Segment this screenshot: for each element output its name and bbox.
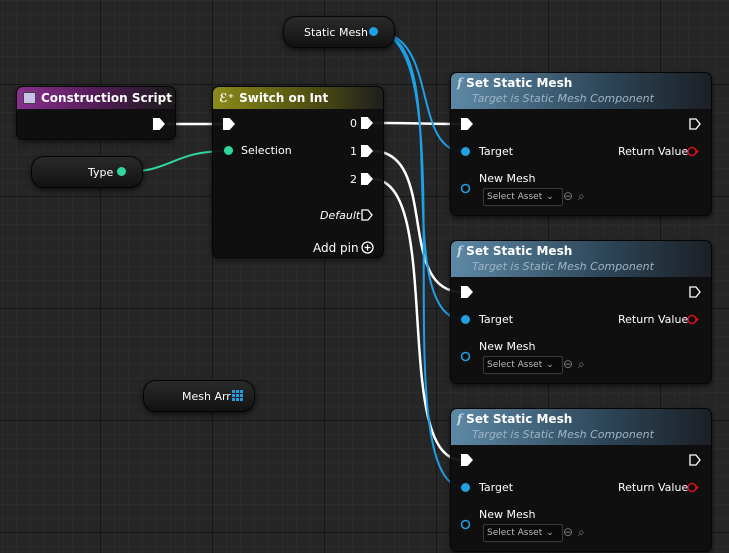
set2-exec-out-pin[interactable] [689, 286, 701, 298]
construction-script-title: Construction Script [41, 91, 172, 105]
chevron-down-icon: ⌄ [546, 192, 554, 202]
function-f-icon: f [457, 412, 463, 426]
set3-use-selected-icon[interactable]: ⊖ [563, 525, 574, 539]
set-static-mesh-title-2: Set Static Mesh [466, 244, 573, 258]
set2-use-selected-icon[interactable]: ⊖ [563, 357, 574, 371]
set1-target-pin[interactable] [461, 147, 470, 156]
set3-browse-search-icon[interactable]: ⌕ [578, 525, 585, 539]
set2-return-pin[interactable] [687, 314, 699, 325]
set2-new-mesh-label: New Mesh [479, 340, 536, 353]
type-variable-node[interactable] [31, 156, 143, 188]
set3-target-pin[interactable] [461, 483, 470, 492]
set1-target-label: Target [479, 145, 514, 158]
static-mesh-output-pin[interactable] [369, 27, 378, 36]
switch-output-1-label: 1 [350, 145, 357, 158]
set-static-mesh-title-3: Set Static Mesh [466, 412, 573, 426]
default-exec-pin[interactable] [361, 209, 373, 221]
type-variable-label: Type [88, 166, 114, 179]
selection-label: Selection [241, 144, 292, 157]
exec-wire-1-to-set2 [371, 149, 463, 294]
set3-select-asset-dropdown[interactable]: Select Asset⌄ [483, 524, 563, 542]
add-pin-plus-icon[interactable] [361, 241, 374, 254]
array-grid-icon[interactable] [232, 390, 243, 401]
set-static-mesh-subtitle-1: Target is Static Mesh Component [472, 92, 654, 105]
selection-pin[interactable] [224, 146, 233, 155]
set2-select-asset-dropdown[interactable]: Select Asset⌄ [483, 356, 563, 374]
set1-new-mesh-label: New Mesh [479, 172, 536, 185]
switch-on-int-header: ℰ⁺ Switch on Int [213, 87, 383, 109]
set3-exec-out-pin[interactable] [689, 454, 701, 466]
set2-target-label: Target [479, 313, 514, 326]
set3-new-mesh-label: New Mesh [479, 508, 536, 521]
switch-output-0-label: 0 [350, 117, 357, 130]
construction-script-header: Construction Script [17, 87, 175, 109]
switch-output-1-pin[interactable] [361, 145, 373, 157]
set3-target-label: Target [479, 481, 514, 494]
set2-target-pin[interactable] [461, 315, 470, 324]
switch-on-int-title: Switch on Int [239, 91, 329, 105]
switch-output-0-pin[interactable] [361, 117, 373, 129]
set1-return-label: Return Value [618, 145, 689, 158]
set-static-mesh-subtitle-3: Target is Static Mesh Component [472, 428, 654, 441]
set2-new-mesh-pin[interactable] [460, 351, 471, 362]
set-static-mesh-title-1: Set Static Mesh [466, 76, 573, 90]
event-icon [23, 92, 36, 104]
set2-return-label: Return Value [618, 313, 689, 326]
set-static-mesh-subtitle-2: Target is Static Mesh Component [472, 260, 654, 273]
set3-return-label: Return Value [618, 481, 689, 494]
set1-select-asset-dropdown[interactable]: Select Asset⌄ [483, 188, 563, 206]
mesh-arr-variable-label: Mesh Arr [182, 390, 231, 403]
switch-output-2-label: 2 [350, 173, 357, 186]
set1-browse-search-icon[interactable]: ⌕ [578, 189, 585, 203]
exec-wire-0-to-set1 [371, 121, 463, 126]
switch-icon: ℰ⁺ [219, 91, 235, 105]
static-mesh-variable-label: Static Mesh [304, 26, 368, 39]
chevron-down-icon: ⌄ [546, 528, 554, 538]
construction-exec-out-pin[interactable] [153, 118, 165, 130]
set1-new-mesh-pin[interactable] [460, 183, 471, 194]
exec-wire-2-to-set3 [371, 177, 463, 462]
set1-return-pin[interactable] [687, 146, 699, 157]
construction-script-node[interactable]: Construction Script [16, 86, 176, 140]
switch-on-int-node[interactable]: ℰ⁺ Switch on Int [212, 86, 384, 258]
set3-return-pin[interactable] [687, 482, 699, 493]
default-label: Default [320, 209, 361, 222]
chevron-down-icon: ⌄ [546, 360, 554, 370]
set1-select-asset-text: Select Asset [487, 192, 543, 202]
set3-select-asset-text: Select Asset [487, 528, 543, 538]
type-output-pin[interactable] [117, 167, 126, 176]
add-pin-label[interactable]: Add pin [313, 241, 359, 255]
switch-exec-in-pin[interactable] [223, 118, 235, 130]
set1-exec-out-pin[interactable] [689, 118, 701, 130]
set3-new-mesh-pin[interactable] [460, 519, 471, 530]
function-f-icon: f [457, 244, 463, 258]
switch-output-2-pin[interactable] [361, 173, 373, 185]
function-f-icon: f [457, 76, 463, 90]
set2-select-asset-text: Select Asset [487, 360, 543, 370]
set1-use-selected-icon[interactable]: ⊖ [563, 189, 574, 203]
set2-browse-search-icon[interactable]: ⌕ [578, 357, 585, 371]
